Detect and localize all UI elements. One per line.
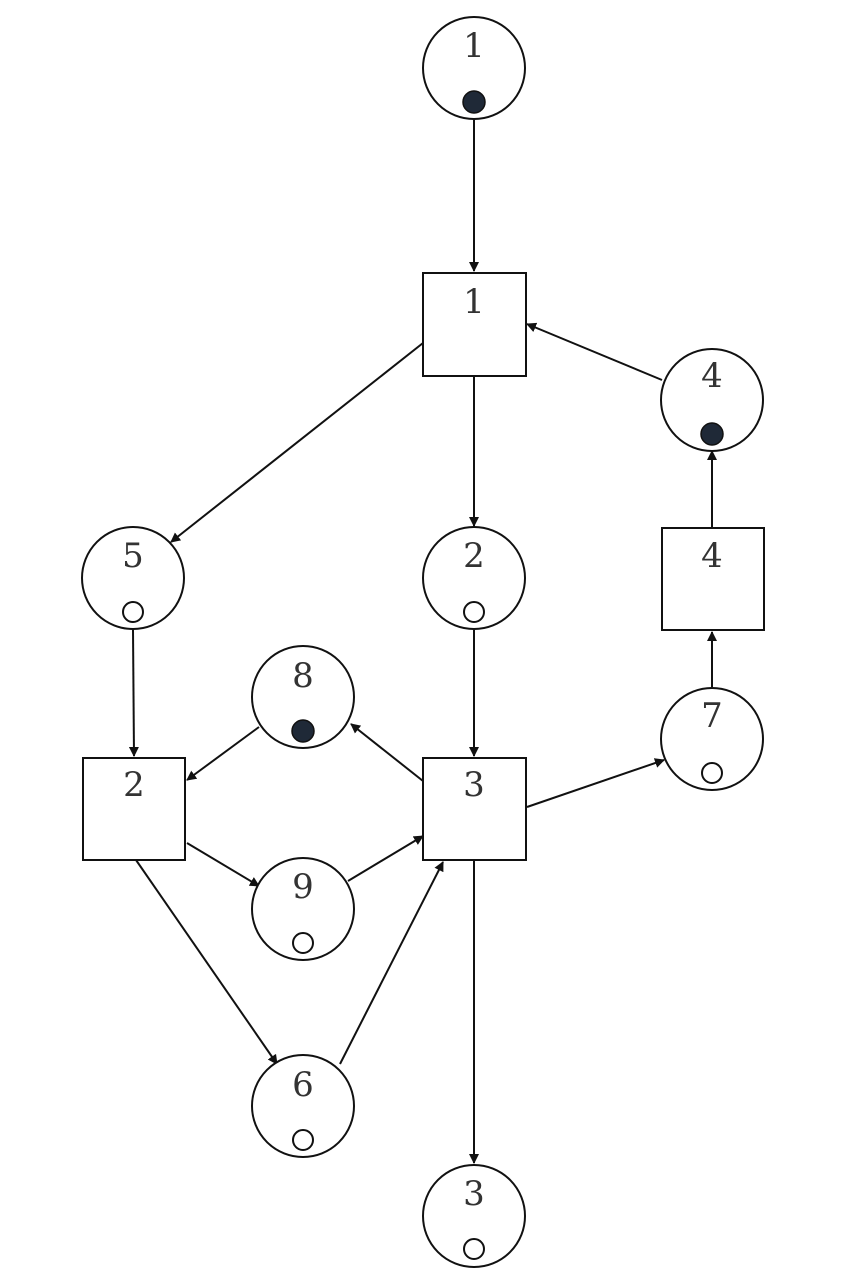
place-label: 6 bbox=[292, 1065, 314, 1105]
place-5: 5 bbox=[81, 526, 185, 630]
place-3: 3 bbox=[422, 1164, 526, 1268]
transition-1: 1 bbox=[422, 272, 527, 377]
empty-token bbox=[701, 762, 723, 784]
place-label: 2 bbox=[463, 536, 485, 576]
arc-t3-p8 bbox=[350, 723, 424, 782]
place-8: 8 bbox=[251, 645, 355, 749]
empty-token bbox=[292, 932, 314, 954]
transition-4: 4 bbox=[661, 527, 765, 631]
place-label: 4 bbox=[701, 356, 723, 396]
place-label: 9 bbox=[292, 867, 314, 907]
filled-token bbox=[462, 90, 486, 114]
arc-t3-p7 bbox=[526, 758, 665, 808]
place-label: 1 bbox=[463, 26, 485, 66]
empty-token bbox=[292, 1129, 314, 1151]
place-4: 4 bbox=[660, 348, 764, 452]
place-6: 6 bbox=[251, 1054, 355, 1158]
arc-t2-p6 bbox=[135, 859, 278, 1065]
filled-token bbox=[291, 719, 315, 743]
place-label: 7 bbox=[701, 696, 723, 736]
arc-t1-p5 bbox=[170, 342, 424, 543]
transition-label: 2 bbox=[123, 765, 145, 805]
place-2: 2 bbox=[422, 526, 526, 630]
arc-p4-t1 bbox=[526, 322, 663, 381]
empty-token bbox=[463, 1238, 485, 1260]
arc-p5-t2 bbox=[128, 629, 139, 757]
empty-token bbox=[463, 601, 485, 623]
place-label: 5 bbox=[122, 536, 144, 576]
place-label: 8 bbox=[292, 656, 314, 696]
place-9: 9 bbox=[251, 857, 355, 961]
transition-label: 4 bbox=[701, 536, 723, 576]
arc-p6-t3 bbox=[339, 861, 444, 1065]
transition-2: 2 bbox=[82, 757, 186, 861]
arc-t2-p9 bbox=[186, 842, 260, 887]
place-7: 7 bbox=[660, 687, 764, 791]
place-1: 1 bbox=[422, 16, 526, 120]
transition-3: 3 bbox=[422, 757, 527, 861]
arc-p9-t3 bbox=[347, 835, 424, 882]
edges-layer bbox=[128, 120, 717, 1164]
transition-label: 1 bbox=[463, 282, 485, 322]
filled-token bbox=[700, 422, 724, 446]
transition-label: 3 bbox=[463, 765, 485, 805]
empty-token bbox=[122, 601, 144, 623]
place-label: 3 bbox=[463, 1174, 485, 1214]
arc-p8-t2 bbox=[186, 726, 260, 781]
